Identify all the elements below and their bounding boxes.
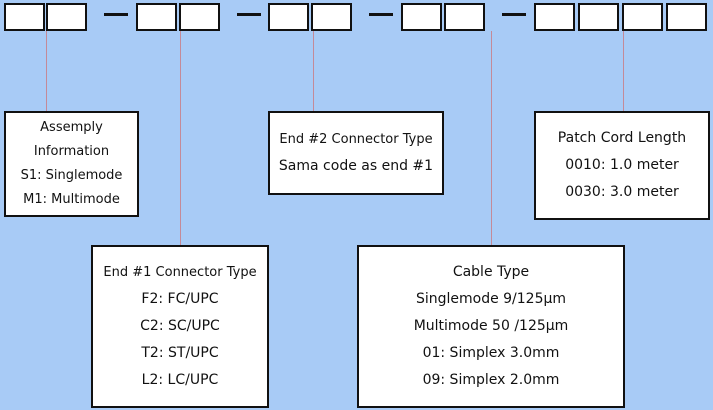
cable-type-box: Cable Type Singlemode 9/125μm Multimode … — [357, 245, 625, 408]
code-slot — [622, 3, 663, 31]
connector-line-end2 — [313, 31, 314, 111]
code-slot — [136, 3, 177, 31]
separator-dash — [369, 13, 393, 16]
code-slot — [401, 3, 442, 31]
box-text: Patch Cord Length — [557, 130, 687, 146]
assembly-info-box: Assemply Information S1: Singlemode M1: … — [4, 111, 139, 217]
box-text: C2: SC/UPC — [140, 318, 220, 334]
code-slot — [444, 3, 485, 31]
code-slot — [46, 3, 87, 31]
end2-connector-box: End #2 Connector Type Sama code as end #… — [268, 111, 444, 195]
code-slot — [311, 3, 352, 31]
box-text: 01: Simplex 3.0mm — [422, 345, 560, 361]
box-text: Information — [33, 144, 110, 159]
code-slot — [179, 3, 220, 31]
separator-dash — [237, 13, 261, 16]
code-slot — [578, 3, 619, 31]
connector-line-cable — [491, 31, 492, 245]
box-text: T2: ST/UPC — [141, 345, 219, 361]
separator-dash — [502, 13, 526, 16]
box-text: Singlemode 9/125μm — [415, 291, 567, 307]
connector-line-end1 — [180, 31, 181, 245]
code-slot — [666, 3, 707, 31]
code-slot — [4, 3, 45, 31]
box-text: Sama code as end #1 — [278, 158, 434, 174]
box-text: Cable Type — [452, 264, 530, 280]
patch-cord-length-box: Patch Cord Length 0010: 1.0 meter 0030: … — [534, 111, 710, 220]
box-text: End #1 Connector Type — [103, 265, 257, 280]
separator-dash — [104, 13, 128, 16]
connector-line-assembly — [46, 31, 47, 111]
code-slot — [268, 3, 309, 31]
box-text: 0030: 3.0 meter — [565, 184, 679, 200]
box-text: M1: Multimode — [23, 192, 120, 207]
box-text: End #2 Connector Type — [279, 132, 433, 147]
box-text: L2: LC/UPC — [141, 372, 219, 388]
connector-line-length — [623, 31, 624, 111]
end1-connector-box: End #1 Connector Type F2: FC/UPC C2: SC/… — [91, 245, 269, 408]
code-slot — [534, 3, 575, 31]
box-text: F2: FC/UPC — [141, 291, 219, 307]
box-text: S1: Singlemode — [20, 168, 123, 183]
box-text: Assemply — [40, 120, 103, 135]
box-text: 0010: 1.0 meter — [565, 157, 679, 173]
box-text: 09: Simplex 2.0mm — [422, 372, 560, 388]
box-text: Multimode 50 /125μm — [413, 318, 569, 334]
